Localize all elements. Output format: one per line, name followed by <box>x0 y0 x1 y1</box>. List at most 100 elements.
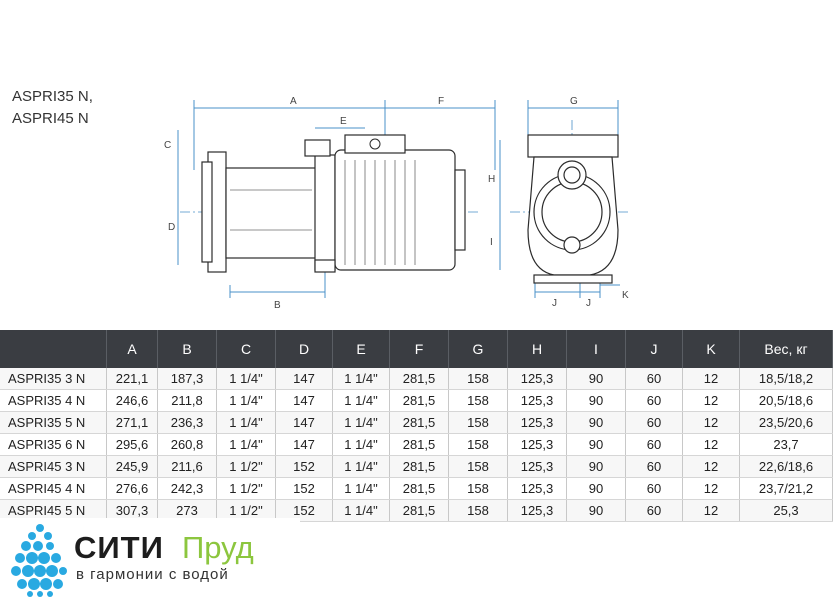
cell-b: 211,8 <box>157 389 217 412</box>
cell-g: 158 <box>448 389 508 412</box>
table-row: ASPRI35 6 N 295,6 260,8 1 1/4" 147 1 1/4… <box>0 433 833 456</box>
table-row: ASPRI35 3 N 221,1 187,3 1 1/4" 147 1 1/4… <box>0 368 833 390</box>
table-row: ASPRI45 4 N 276,6 242,3 1 1/2" 152 1 1/4… <box>0 477 833 500</box>
dim-label-g: G <box>570 96 578 107</box>
dim-label-f: F <box>438 96 444 107</box>
cell-weight: 25,3 <box>739 499 833 522</box>
cell-weight: 18,5/18,2 <box>739 368 833 390</box>
header-d: D <box>275 330 333 368</box>
table-header-row: A B C D E F G H I J K Вес, кг <box>0 330 833 368</box>
cell-f: 281,5 <box>389 455 449 478</box>
cell-h: 125,3 <box>507 455 567 478</box>
cell-c: 1 1/4" <box>216 433 276 456</box>
company-logo: СИТИ Пруд в гармонии с водой <box>0 518 300 600</box>
cell-h: 125,3 <box>507 433 567 456</box>
cell-h: 125,3 <box>507 411 567 434</box>
cell-weight: 23,5/20,6 <box>739 411 833 434</box>
cell-a: 271,1 <box>106 411 158 434</box>
dim-label-c: C <box>164 140 171 151</box>
dim-label-j1: J <box>552 298 557 309</box>
cell-j: 60 <box>625 411 683 434</box>
cell-weight: 23,7 <box>739 433 833 456</box>
cell-a: 295,6 <box>106 433 158 456</box>
cell-d: 152 <box>275 455 333 478</box>
cell-f: 281,5 <box>389 389 449 412</box>
cell-j: 60 <box>625 389 683 412</box>
cell-h: 125,3 <box>507 477 567 500</box>
cell-e: 1 1/4" <box>332 389 390 412</box>
cell-weight: 23,7/21,2 <box>739 477 833 500</box>
cell-g: 158 <box>448 455 508 478</box>
cell-i: 90 <box>566 411 626 434</box>
header-i: I <box>566 330 626 368</box>
cell-c: 1 1/2" <box>216 499 276 522</box>
logo-brand: СИТИ <box>74 530 164 565</box>
cell-model: ASPRI35 4 N <box>0 389 107 412</box>
header-h: H <box>507 330 567 368</box>
cell-g: 158 <box>448 411 508 434</box>
cell-e: 1 1/4" <box>332 368 390 390</box>
water-drops-icon <box>11 524 67 597</box>
cell-model: ASPRI35 6 N <box>0 433 107 456</box>
dim-label-h: H <box>488 174 495 185</box>
cell-i: 90 <box>566 477 626 500</box>
cell-model: ASPRI45 5 N <box>0 499 107 522</box>
cell-model: ASPRI45 3 N <box>0 455 107 478</box>
cell-h: 125,3 <box>507 389 567 412</box>
dim-label-e: E <box>340 116 347 127</box>
table-row: ASPRI45 5 N 307,3 273 1 1/2" 152 1 1/4" … <box>0 499 833 522</box>
cell-d: 147 <box>275 368 333 390</box>
cell-i: 90 <box>566 368 626 390</box>
cell-k: 12 <box>682 411 740 434</box>
cell-model: ASPRI35 5 N <box>0 411 107 434</box>
cell-k: 12 <box>682 477 740 500</box>
cell-i: 90 <box>566 389 626 412</box>
logo-brand-accent: Пруд <box>182 530 254 565</box>
header-k: K <box>682 330 740 368</box>
cell-model: ASPRI35 3 N <box>0 368 107 390</box>
cell-j: 60 <box>625 455 683 478</box>
cell-i: 90 <box>566 433 626 456</box>
cell-h: 125,3 <box>507 368 567 390</box>
cell-k: 12 <box>682 499 740 522</box>
cell-c: 1 1/2" <box>216 477 276 500</box>
table-row: ASPRI35 5 N 271,1 236,3 1 1/4" 147 1 1/4… <box>0 411 833 434</box>
cell-k: 12 <box>682 368 740 390</box>
cell-e: 1 1/4" <box>332 477 390 500</box>
cell-b: 260,8 <box>157 433 217 456</box>
header-a: A <box>106 330 158 368</box>
logo-slogan: в гармонии с водой <box>76 566 229 583</box>
table-row: ASPRI45 3 N 245,9 211,6 1 1/2" 152 1 1/4… <box>0 455 833 478</box>
header-b: B <box>157 330 217 368</box>
cell-b: 242,3 <box>157 477 217 500</box>
cell-a: 276,6 <box>106 477 158 500</box>
cell-g: 158 <box>448 368 508 390</box>
cell-f: 281,5 <box>389 433 449 456</box>
cell-j: 60 <box>625 433 683 456</box>
cell-d: 147 <box>275 389 333 412</box>
cell-c: 1 1/4" <box>216 368 276 390</box>
cell-f: 281,5 <box>389 368 449 390</box>
cell-b: 211,6 <box>157 455 217 478</box>
cell-i: 90 <box>566 499 626 522</box>
cell-h: 125,3 <box>507 499 567 522</box>
model-title-line1: ASPRI35 N, <box>12 88 93 105</box>
cell-e: 1 1/4" <box>332 499 390 522</box>
dim-label-i: I <box>490 237 493 248</box>
cell-c: 1 1/2" <box>216 455 276 478</box>
cell-a: 246,6 <box>106 389 158 412</box>
header-c: C <box>216 330 276 368</box>
cell-g: 158 <box>448 499 508 522</box>
cell-k: 12 <box>682 389 740 412</box>
cell-k: 12 <box>682 455 740 478</box>
cell-g: 158 <box>448 433 508 456</box>
cell-b: 187,3 <box>157 368 217 390</box>
cell-j: 60 <box>625 368 683 390</box>
dim-label-k: K <box>622 290 629 301</box>
dim-label-j2: J <box>586 298 591 309</box>
cell-f: 281,5 <box>389 499 449 522</box>
cell-b: 236,3 <box>157 411 217 434</box>
cell-f: 281,5 <box>389 411 449 434</box>
cell-d: 152 <box>275 477 333 500</box>
dim-label-a: A <box>290 96 297 107</box>
